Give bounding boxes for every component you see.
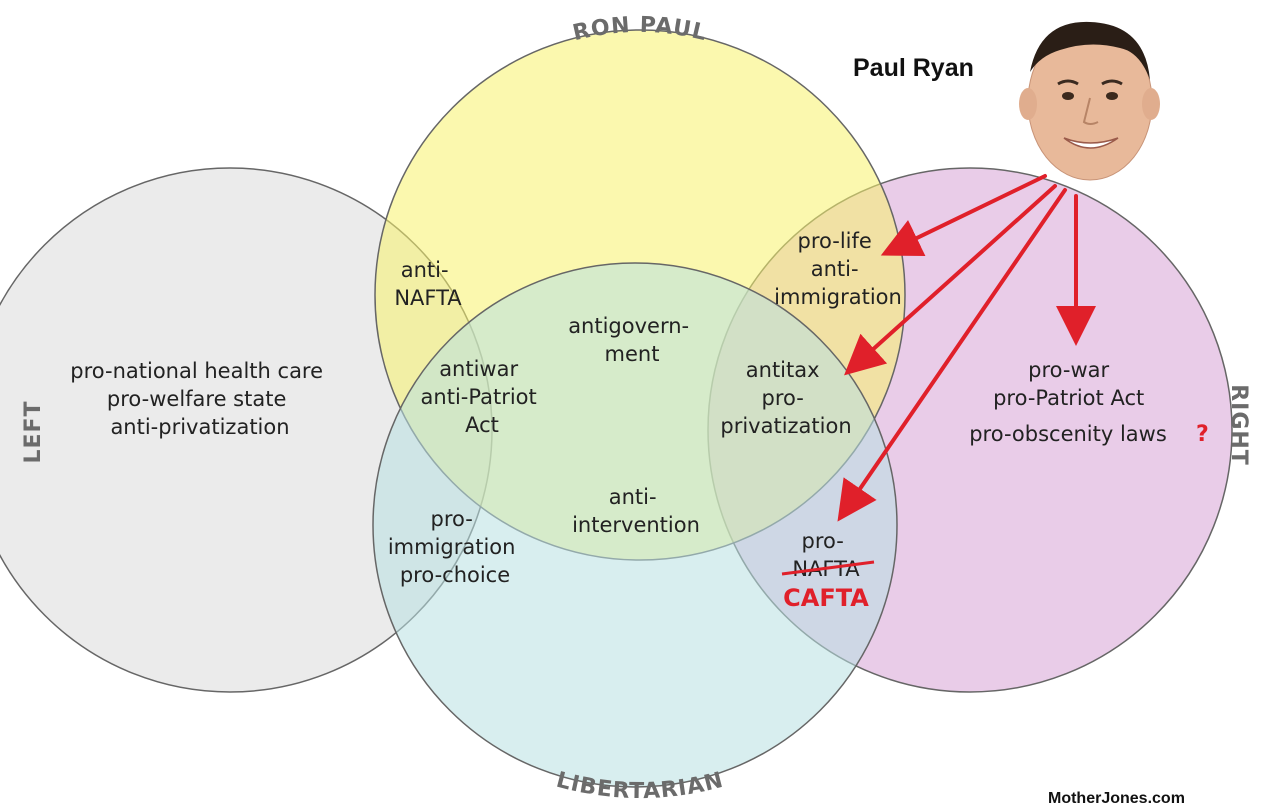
source-credit: MotherJones.com (1048, 790, 1185, 807)
paul-ryan-portrait (1019, 21, 1160, 181)
arrow-cafta (837, 188, 1067, 522)
bottom-center-text: anti- intervention (572, 485, 700, 537)
left-only-text: pro-national health care pro-welfare sta… (70, 359, 329, 439)
right-only-text: pro-war pro-Patriot Act pro-obscenity la… (969, 358, 1167, 446)
right-label: RIGHT (1226, 384, 1251, 466)
right-bottom-text: pro- NAFTA (792, 529, 860, 581)
left-label: LEFT (21, 400, 46, 463)
arrows (837, 174, 1096, 522)
arrow-pro-life (880, 174, 1047, 257)
top-bottom-text: antigovern- ment (568, 314, 696, 366)
person-name: Paul Ryan (853, 54, 974, 82)
question-mark: ? (1196, 422, 1209, 447)
libertarian-circle (372, 262, 898, 788)
top-right-text: pro-life anti- immigration (774, 229, 902, 309)
top-right-bottom-text: antitax pro- privatization (720, 358, 851, 438)
nafta-strikethrough (781, 560, 875, 576)
left-bottom-text: pro- immigration pro-choice (388, 507, 522, 587)
left-top-text: anti- NAFTA (394, 258, 462, 310)
arrow-antitax (844, 184, 1057, 376)
left-top-bottom-text: antiwar anti-Patriot Act (421, 357, 544, 437)
cafta-correction: CAFTA (783, 584, 869, 612)
